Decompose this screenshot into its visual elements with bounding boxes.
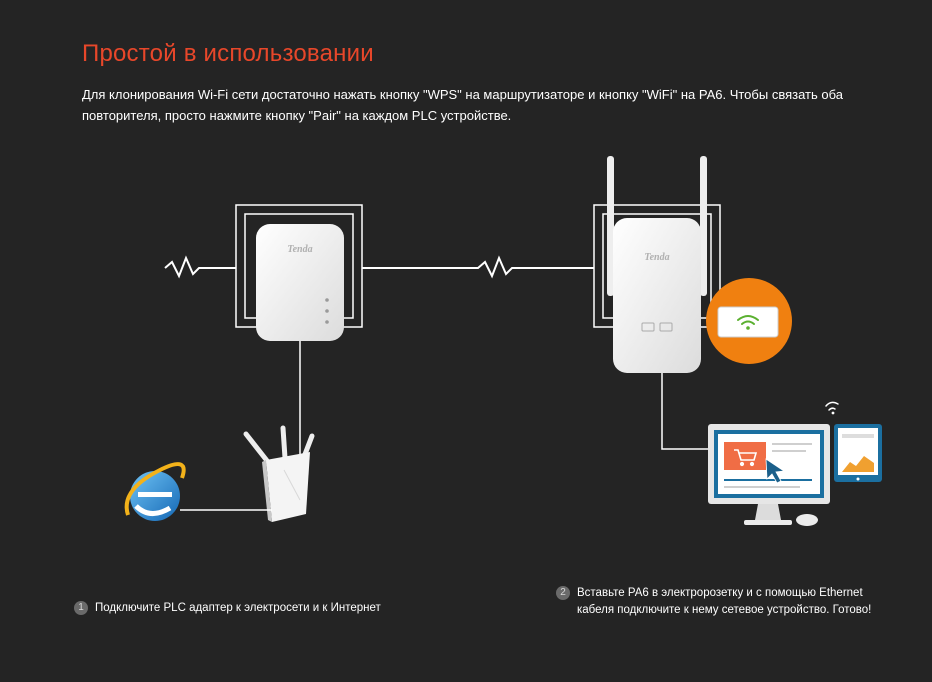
- wifi-icon: [737, 315, 759, 325]
- product-card: [724, 442, 766, 470]
- tablet-icon: [834, 424, 882, 482]
- brand-logo-right: Tenda: [644, 252, 669, 263]
- mouse-icon: [796, 514, 818, 526]
- cursor-icon: [765, 458, 786, 484]
- brand-logo-left: Tenda: [287, 244, 312, 255]
- router-icon: [243, 425, 315, 522]
- step-text-line-1: Вставьте PA6 в электророзетку и с помощь…: [577, 587, 863, 599]
- pair-button: [641, 322, 655, 332]
- wifi-button-small: [659, 322, 673, 332]
- step-2: 2 Вставьте PA6 в электророзетку и с помощ…: [556, 585, 896, 619]
- wireless-signal-icon: [825, 401, 839, 411]
- pa6-extender: Tenda: [593, 156, 721, 373]
- cart-icon: [734, 449, 758, 467]
- plc-adapter-left: Tenda: [235, 204, 363, 341]
- step-number-badge: 1: [74, 600, 88, 615]
- ethernet-cable-right: [661, 373, 710, 450]
- step-text-line-2: кабеля подключите к нему сетевое устройс…: [577, 604, 872, 616]
- step-text: Подключите PLC адаптер к электросети и к…: [95, 602, 381, 614]
- internet-explorer-icon: [124, 462, 186, 521]
- step-1: 1 Подключите PLC адаптер к электросети и …: [74, 600, 381, 617]
- step-number-badge: 2: [556, 585, 570, 600]
- power-line: [85, 255, 594, 279]
- network-diagram: Tenda Tenda: [85, 156, 882, 526]
- page-title: Простой в использовании: [82, 40, 374, 67]
- page-description: Для клонирования Wi-Fi сети достаточно н…: [82, 87, 843, 123]
- monitor-icon: [708, 424, 830, 525]
- wifi-button-callout: [706, 278, 792, 364]
